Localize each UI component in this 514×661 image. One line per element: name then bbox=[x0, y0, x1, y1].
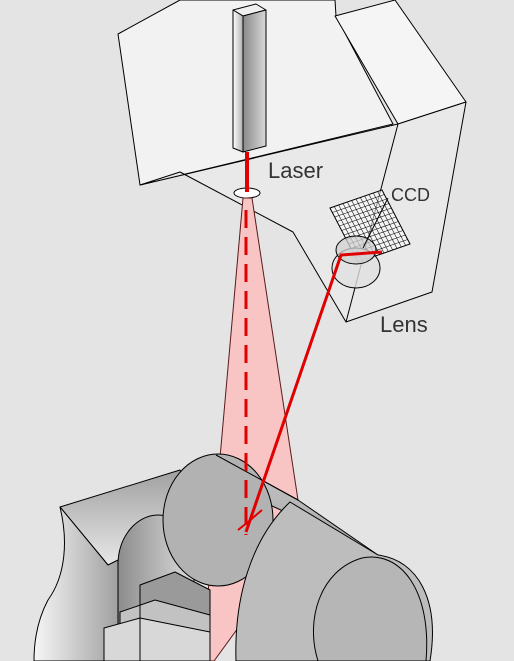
ccd-grid-line bbox=[377, 191, 406, 246]
lens-glass bbox=[335, 235, 377, 265]
cylinder-edge bbox=[215, 454, 299, 501]
reflected-beam bbox=[244, 250, 383, 533]
step-3 bbox=[103, 617, 211, 661]
laser-front bbox=[232, 9, 244, 153]
laser-side bbox=[242, 9, 267, 153]
label-lens: Lens bbox=[380, 312, 428, 337]
label-ccd: CCD bbox=[391, 185, 430, 205]
laser-module bbox=[232, 3, 267, 199]
lens-assembly bbox=[331, 235, 381, 289]
label-laser: Laser bbox=[268, 158, 323, 183]
cylinder-front-end bbox=[312, 556, 428, 661]
ccd-leader-line bbox=[362, 197, 389, 249]
housing-front-face bbox=[139, 101, 467, 323]
